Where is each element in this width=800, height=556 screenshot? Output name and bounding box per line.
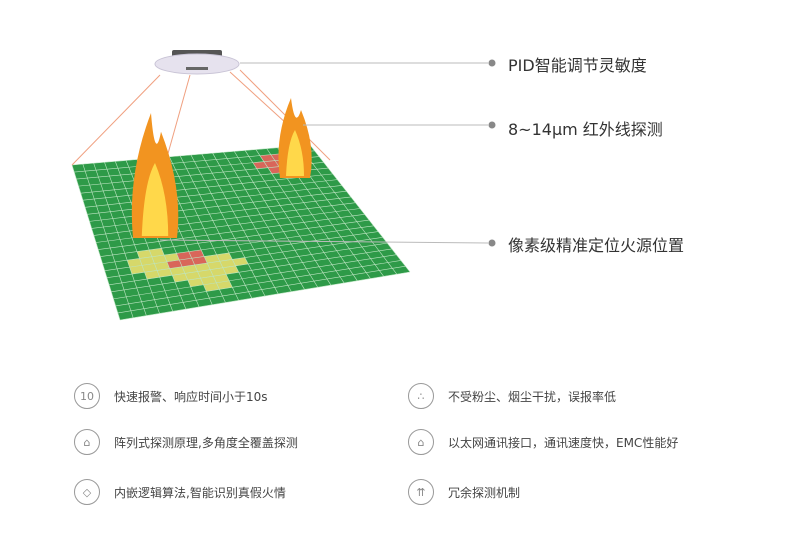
warm-cell	[169, 266, 185, 276]
detection-ray	[71, 74, 161, 166]
feature-text: 快速报警、响应时间小于10s	[114, 389, 268, 404]
grid-line	[298, 145, 398, 275]
warm-cell	[139, 256, 155, 266]
warm-cell	[187, 278, 204, 287]
grid-line	[212, 153, 292, 292]
warm-cell	[204, 254, 220, 264]
grid-line	[119, 271, 411, 321]
detector-lens	[186, 67, 208, 70]
callout-pixel-locate: 像素级精准定位火源位置	[508, 236, 685, 255]
callout-dot-icon	[488, 239, 496, 247]
dust-icon: ∴	[408, 383, 434, 409]
warm-cell	[200, 276, 217, 285]
warm-cell	[232, 257, 249, 266]
warm-cell	[203, 282, 220, 292]
grid-line	[234, 151, 318, 288]
warm-cell	[197, 269, 214, 279]
array-detection-icon: ⌂	[74, 429, 100, 455]
feature-item: ⇈ 冗余探测机制	[408, 479, 520, 505]
grid-line	[104, 231, 379, 271]
callout-dot-icon	[488, 121, 496, 129]
feature-text: 内嵌逻辑算法,智能识别真假火情	[114, 485, 286, 500]
grid-line	[255, 149, 345, 284]
hot-cell	[259, 154, 275, 162]
hot-cell	[188, 249, 205, 259]
grid-line	[201, 153, 279, 294]
warm-cell	[213, 274, 230, 283]
feature-item: ∴ 不受粉尘、烟尘干扰，误报率低	[408, 383, 616, 409]
callout-dot-icon	[488, 59, 496, 67]
warm-cell	[129, 265, 145, 275]
warm-cell	[154, 261, 170, 271]
algorithm-icon: ◇	[74, 479, 100, 505]
feature-item: 10 快速报警、响应时间小于10s	[74, 383, 268, 409]
warm-cell	[219, 259, 236, 268]
hot-cell	[166, 260, 183, 269]
redundancy-icon: ⇈	[408, 479, 434, 505]
grid-line	[98, 213, 365, 250]
callout-infrared: 8~14μm 红外线探测	[508, 120, 663, 139]
warm-cell	[127, 258, 143, 268]
detector-body-icon	[154, 53, 240, 75]
grid-line	[109, 242, 388, 286]
callout-pid: PID智能调节灵敏度	[508, 56, 647, 75]
warm-cell	[137, 249, 152, 259]
grid-line	[244, 150, 332, 286]
feature-text: 以太网通讯接口，通讯速度快，EMC性能好	[448, 435, 679, 450]
grid-line	[309, 144, 411, 273]
warm-cell	[222, 265, 239, 275]
grid-line	[223, 152, 305, 290]
heat-grid-floor	[72, 145, 410, 320]
warm-cell	[142, 263, 158, 273]
feature-item: ◇ 内嵌逻辑算法,智能识别真假火情	[74, 479, 286, 505]
hot-cell	[191, 256, 208, 265]
grid-line	[100, 219, 370, 257]
feature-text: 不受粉尘、烟尘干扰，误报率低	[448, 389, 617, 404]
flame-core	[286, 130, 304, 176]
feature-text: 冗余探测机制	[448, 485, 521, 500]
grid-line	[115, 260, 401, 307]
warm-cell	[182, 264, 198, 274]
hot-cell	[263, 160, 280, 168]
feature-text: 阵列式探测原理,多角度全覆盖探测	[114, 435, 298, 450]
warm-cell	[207, 261, 223, 270]
grid-line	[111, 248, 392, 293]
hot-cell	[252, 161, 268, 169]
feature-item: ⌂ 以太网通讯接口，通讯速度快，EMC性能好	[408, 429, 678, 455]
warm-cell	[172, 273, 188, 283]
ethernet-icon: ⌂	[408, 429, 434, 455]
warm-cell	[151, 255, 167, 264]
grid-line	[106, 237, 383, 279]
callout-leader	[159, 239, 489, 244]
hot-cell	[176, 251, 192, 261]
warm-cell	[210, 267, 227, 277]
feature-item: ⌂ 阵列式探测原理,多角度全覆盖探测	[74, 429, 298, 455]
grid-line	[117, 265, 406, 314]
flame-core	[141, 163, 169, 236]
warm-cell	[149, 248, 165, 257]
hot-cell	[179, 258, 195, 267]
warm-cell	[164, 253, 180, 262]
warm-cell	[194, 263, 211, 272]
stopwatch-10-icon: 10	[74, 383, 100, 409]
grid-line	[102, 225, 374, 264]
warm-cell	[216, 252, 233, 262]
warm-cell	[184, 271, 201, 281]
warm-cell	[216, 280, 233, 290]
warm-cell	[144, 270, 160, 280]
grid-line	[113, 254, 397, 300]
warm-cell	[157, 268, 173, 278]
